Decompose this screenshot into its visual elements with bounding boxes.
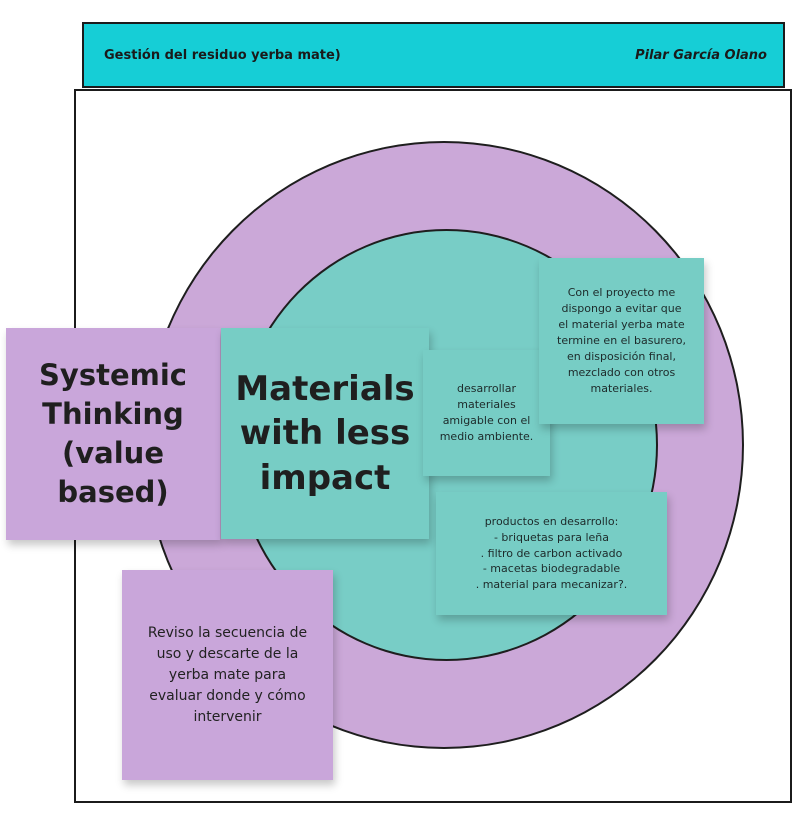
- sticky-reviso-text: Reviso la secuencia de uso y descarte de…: [147, 624, 308, 725]
- sticky-proyecto[interactable]: Con el proyecto me dispongo a evitar que…: [539, 258, 704, 424]
- sticky-materials-less-impact[interactable]: Materials with less impact: [221, 328, 429, 539]
- sticky-productos-text: productos en desarrollo: - briquetas par…: [475, 514, 628, 592]
- sticky-systemic-thinking[interactable]: Systemic Thinking (value based): [6, 328, 220, 540]
- sticky-desarrollar-text: desarrollar materiales amigable con el m…: [439, 382, 534, 443]
- sticky-desarrollar[interactable]: desarrollar materiales amigable con el m…: [423, 350, 550, 476]
- sticky-systemic-thinking-text: Systemic Thinking (value based): [39, 357, 187, 510]
- sticky-materials-text: Materials with less impact: [235, 369, 415, 498]
- author-name: Pilar García Olano: [635, 48, 767, 63]
- header-bar: Gestión del residuo yerba mate) Pilar Ga…: [82, 22, 785, 88]
- sticky-reviso[interactable]: Reviso la secuencia de uso y descarte de…: [122, 570, 333, 780]
- sticky-proyecto-text: Con el proyecto me dispongo a evitar que…: [557, 286, 686, 395]
- sticky-productos[interactable]: productos en desarrollo: - briquetas par…: [436, 492, 667, 615]
- board-title: Gestión del residuo yerba mate): [104, 48, 341, 63]
